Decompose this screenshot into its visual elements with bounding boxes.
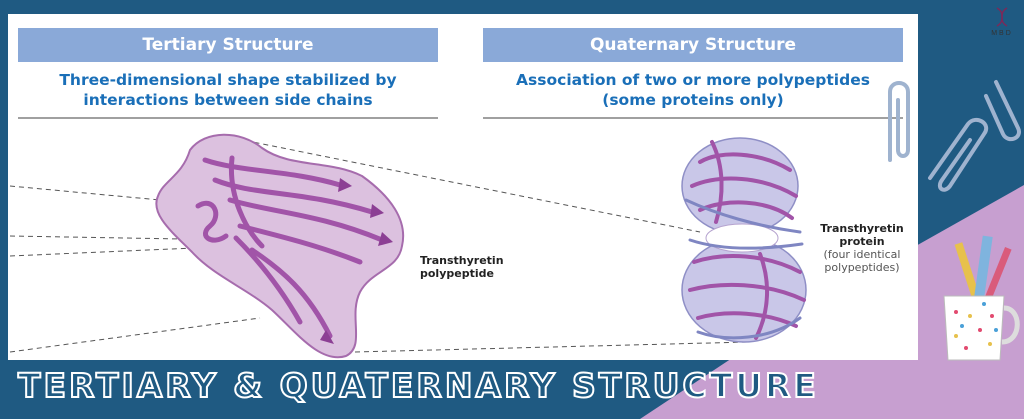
dna-logo-icon — [996, 7, 1008, 27]
paperclip-icon-3 — [984, 80, 1021, 142]
tertiary-subtitle-line-1: Three-dimensional shape stabilized by — [59, 71, 397, 89]
logo-text: MBD — [991, 30, 1013, 37]
tertiary-subtitle-line-2: interactions between side chains — [83, 91, 373, 109]
quaternary-subtitle-line-2: (some proteins only) — [602, 91, 784, 109]
protein-label-line-2: protein — [839, 235, 885, 248]
quaternary-divider — [483, 117, 903, 119]
quaternary-subtitle: Association of two or more polypeptides … — [483, 70, 903, 110]
quaternary-subtitle-line-1: Association of two or more polypeptides — [516, 71, 870, 89]
polypeptide-label-line-2: polypeptide — [420, 267, 494, 280]
protein-label-line-4: polypeptides) — [824, 261, 900, 274]
protein-label: Transthyretin protein (four identical po… — [806, 222, 918, 274]
tertiary-header: Tertiary Structure — [18, 28, 438, 62]
polypeptide-label: Transthyretin polypeptide — [420, 254, 504, 280]
polypeptide-label-line-1: Transthyretin — [420, 254, 504, 267]
transthyretin-polypeptide-shape — [155, 133, 405, 359]
mbd-logo: MBD — [984, 4, 1020, 42]
protein-label-line-3: (four identical — [823, 248, 901, 261]
quaternary-header: Quaternary Structure — [483, 28, 903, 62]
tertiary-subtitle: Three-dimensional shape stabilized by in… — [18, 70, 438, 110]
pencil-cup-icon — [943, 235, 1020, 361]
paperclip-icon-2 — [928, 117, 988, 192]
tertiary-divider — [18, 117, 438, 119]
protein-label-line-1: Transthyretin — [820, 222, 904, 235]
paperclip-icon — [888, 81, 910, 162]
transthyretin-protein-shape — [681, 137, 807, 343]
banner-title: TERTIARY & QUATERNARY STRUCTURE — [17, 365, 819, 406]
